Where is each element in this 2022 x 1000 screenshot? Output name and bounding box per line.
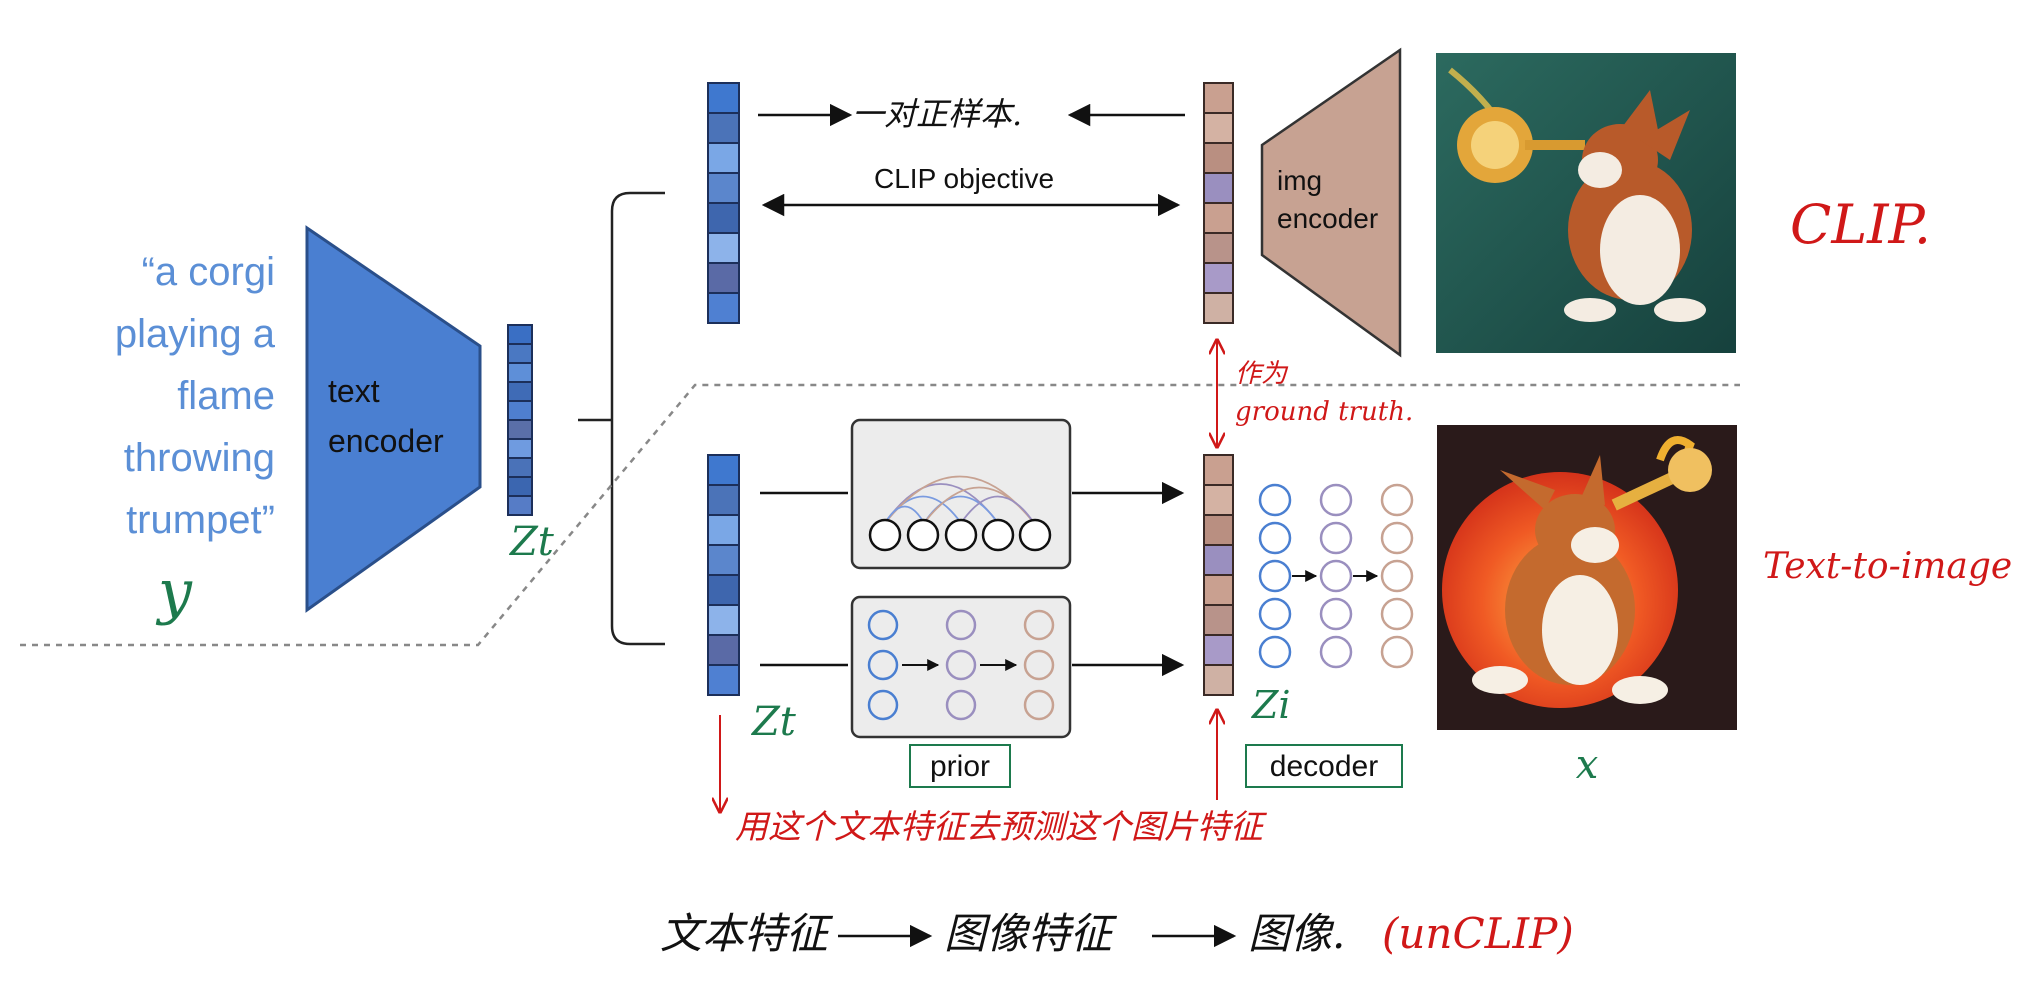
zt-label-small: Zt	[508, 519, 555, 565]
caption-line: “a corgi	[142, 250, 275, 294]
corgi-trumpet-painting-image	[1436, 53, 1736, 353]
clip-annotation: CLIP.	[1790, 193, 1931, 256]
section-divider	[20, 383, 1740, 647]
caption-line: playing a	[115, 312, 276, 356]
img-encoder-label: img	[1277, 165, 1322, 196]
zi-label: Zi	[1251, 683, 1291, 727]
x-output-label: x	[1576, 742, 1599, 788]
ground-truth-annotation: 作为	[1235, 359, 1289, 389]
ground-truth-annotation: ground truth.	[1235, 397, 1413, 427]
bracket-connector	[578, 191, 665, 646]
decoder-label: decoder	[1270, 750, 1378, 783]
caption-line: flame	[177, 374, 275, 418]
prior-label-box	[909, 744, 1011, 788]
caption-text: “a corgi playing a flame throwing trumpe…	[115, 250, 276, 542]
prior-diffusion-box	[850, 595, 1072, 739]
clip-image-embedding	[1203, 82, 1234, 324]
caption-line: throwing	[124, 436, 275, 480]
zt-label: Zt	[750, 699, 797, 745]
clip-text-embedding	[707, 82, 740, 324]
pipeline-unclip: (unCLIP)	[1382, 909, 1574, 958]
caption-variable-y: y	[155, 557, 193, 627]
text-encoder-label: text	[328, 373, 380, 409]
text-encoder-shape	[305, 225, 482, 613]
text-encoder-label: encoder	[328, 423, 444, 459]
text-to-image-annotation: Text-to-image	[1763, 546, 2012, 587]
prior-label: prior	[930, 750, 990, 783]
prior-text-embedding	[707, 454, 740, 696]
caption-line: trumpet”	[126, 498, 275, 542]
img-encoder-label: encoder	[1277, 203, 1378, 234]
decoder-label-box	[1245, 744, 1403, 788]
clip-objective-label: CLIP objective	[874, 163, 1054, 194]
prior-autoregressive-box	[850, 418, 1072, 570]
decoder-diffusion	[1258, 483, 1414, 669]
pipeline-image: 图像.	[1248, 909, 1345, 958]
predict-annotation: 用这个文本特征去预测这个图片特征	[735, 807, 1267, 846]
pipeline-text-feature: 文本特征	[660, 909, 834, 958]
text-embedding-vector-small	[507, 324, 533, 516]
pipeline-image-feature: 图像特征	[944, 909, 1118, 958]
positive-pair-annotation: 一对正样本.	[852, 95, 1022, 133]
corgi-trumpet-sun-illustration-image	[1437, 425, 1737, 730]
img-encoder-shape	[1260, 47, 1402, 358]
decoder-image-embedding	[1203, 454, 1234, 696]
